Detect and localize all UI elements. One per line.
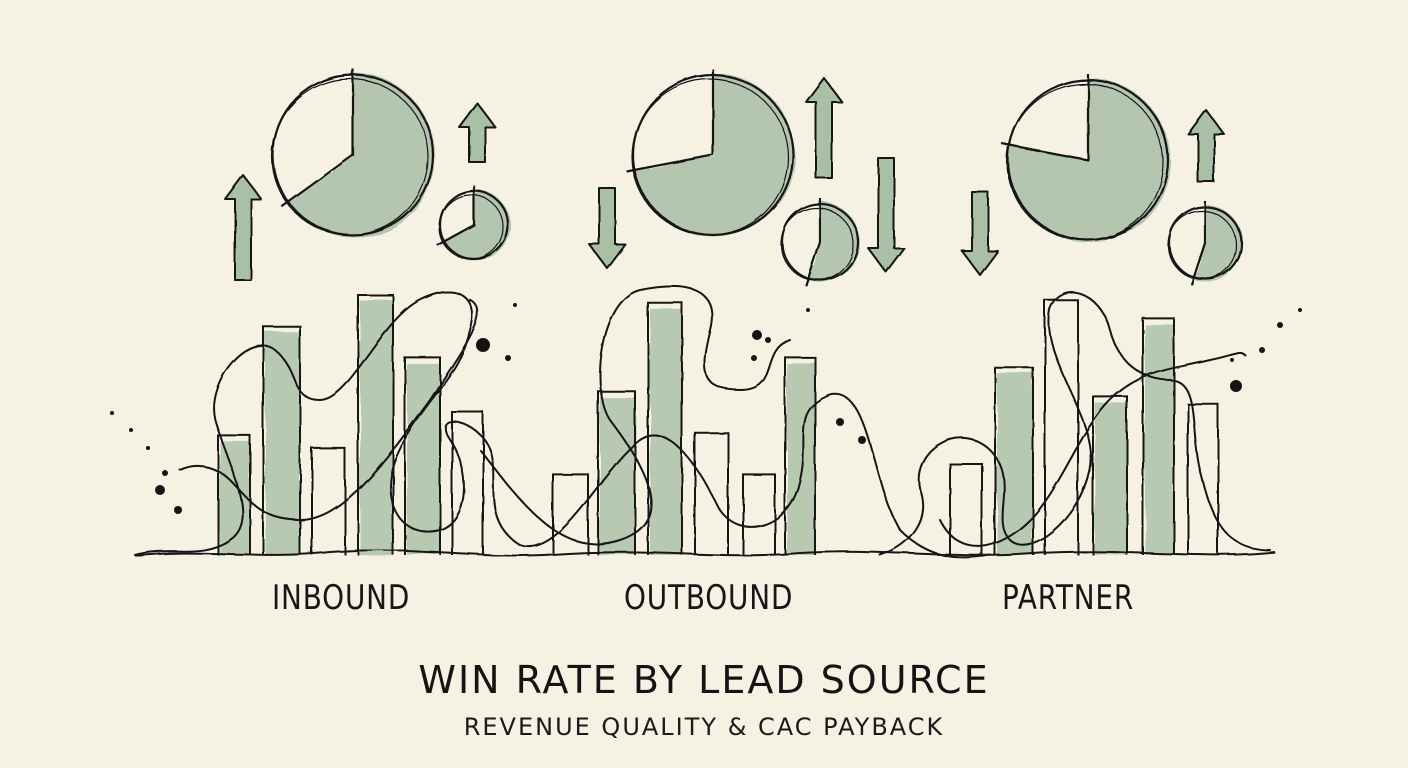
arrow-down-icon (867, 157, 905, 273)
arrow-up-icon (458, 102, 496, 163)
bar-group-outbound (552, 301, 816, 555)
bar (784, 356, 816, 555)
bar (357, 294, 394, 555)
bar-groups (217, 294, 1219, 555)
bar (647, 301, 683, 555)
bar (1187, 403, 1219, 555)
arrow-up-icon (805, 77, 843, 179)
bar (1044, 299, 1079, 555)
category-label-inbound: INBOUND (272, 578, 411, 618)
ink-flow-lines (134, 285, 1271, 559)
bar (694, 431, 729, 555)
category-label-outbound: OUTBOUND (624, 578, 794, 618)
bar-wash (220, 441, 250, 555)
chart-title: WIN RATE BY LEAD SOURCE (418, 658, 990, 702)
category-label-partner: PARTNER (1002, 578, 1135, 618)
bar-wash (997, 373, 1033, 555)
bar (597, 390, 636, 555)
pie-large-outbound (626, 69, 795, 237)
bar (949, 463, 983, 555)
pie-small-inbound (436, 185, 511, 261)
trend-arrows (224, 77, 1225, 281)
bar (1142, 317, 1175, 555)
bar (311, 447, 346, 555)
bar (451, 411, 484, 555)
bar-wash (1145, 324, 1174, 555)
arrow-down-icon (961, 191, 999, 276)
bar-group-inbound (217, 294, 484, 555)
bar-wash (265, 332, 300, 555)
ink-baseline (134, 549, 1276, 557)
pie-charts (271, 69, 1243, 287)
pie-small-outbound (780, 198, 860, 287)
arrow-up-icon (1187, 109, 1225, 183)
bar (552, 473, 589, 555)
pie-large-inbound (271, 69, 436, 238)
arrow-up-icon (224, 174, 262, 281)
bar (404, 356, 441, 555)
pie-large-partner (1001, 74, 1170, 242)
bar (262, 325, 301, 555)
bar-wash (650, 308, 682, 555)
bar-wash (360, 301, 393, 555)
bar (1092, 395, 1128, 555)
bar (217, 434, 251, 555)
bar (742, 473, 776, 555)
bar (994, 366, 1034, 555)
arrow-down-icon (588, 187, 626, 269)
bar-wash (787, 363, 815, 555)
ink-splatters (110, 303, 1302, 514)
pie-small-partner (1167, 201, 1243, 286)
bar-wash (1095, 402, 1127, 555)
bar-group-partner (949, 299, 1219, 555)
chart-subtitle: REVENUE QUALITY & CAC PAYBACK (463, 713, 945, 741)
